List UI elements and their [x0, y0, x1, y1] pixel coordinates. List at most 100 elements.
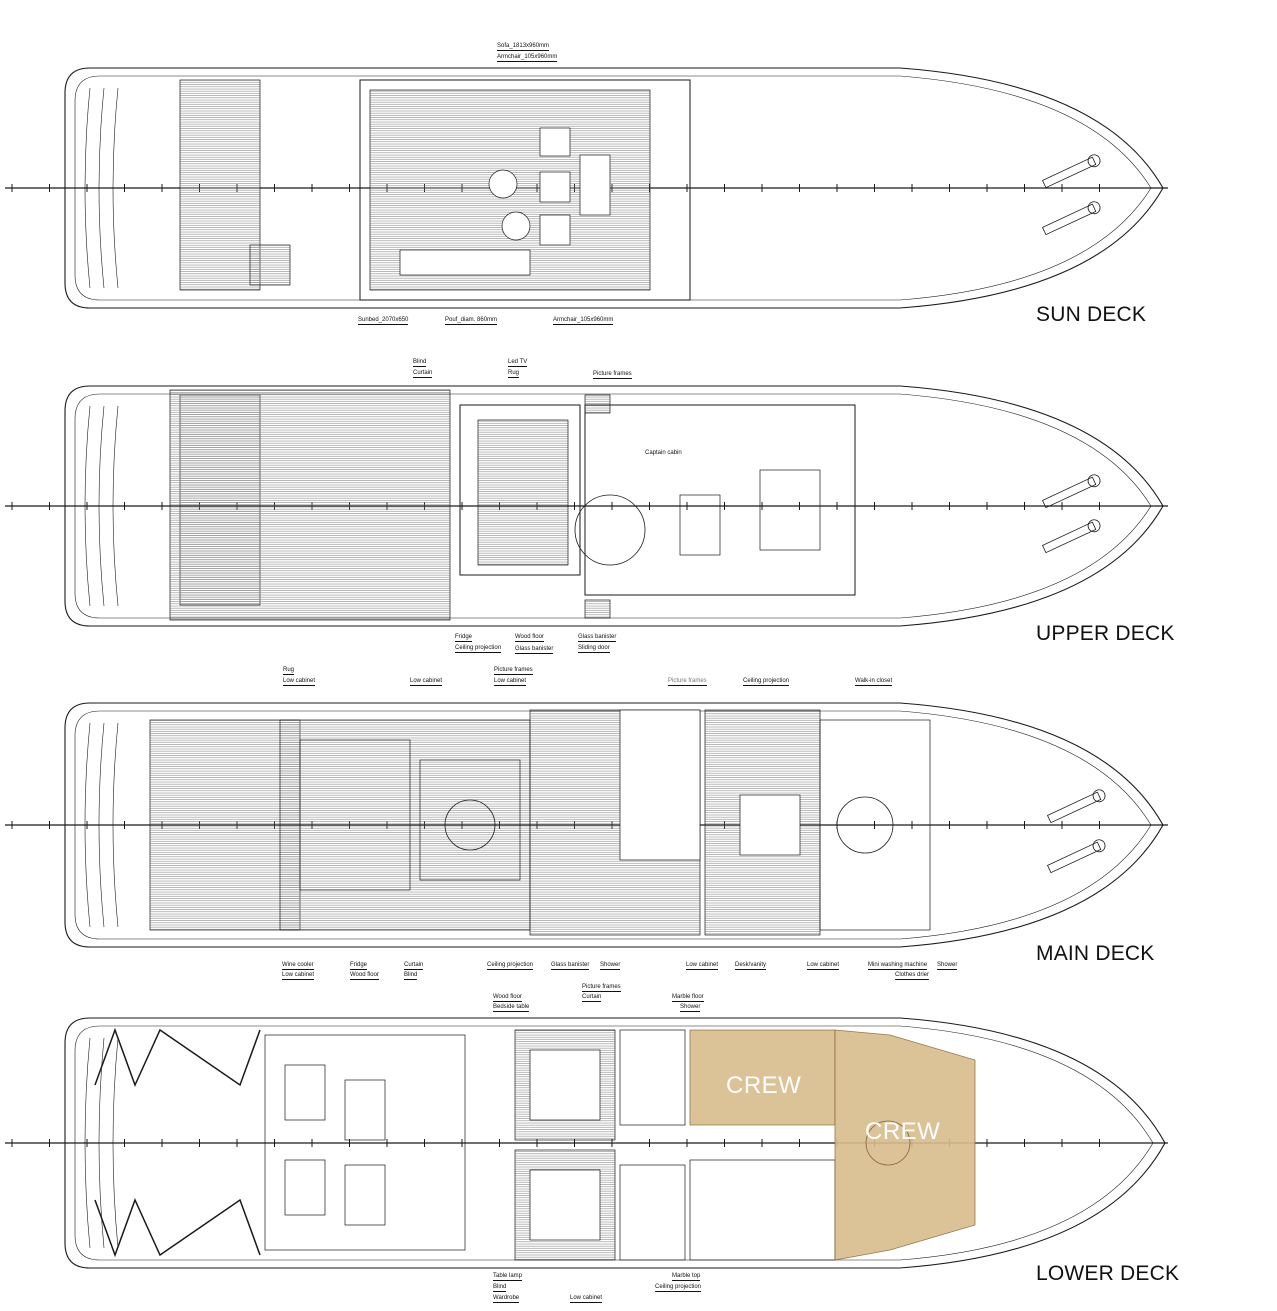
callout-label: Curtain — [404, 962, 424, 970]
callout-label: Sofa_1813x960mm — [497, 43, 550, 51]
anchor-windlass-icon — [1041, 154, 1101, 189]
anchor-windlass-icon — [1041, 474, 1101, 509]
callout-label: Wood floor — [350, 972, 379, 980]
callout-label: Fridge — [455, 634, 473, 642]
bathroom — [619, 1029, 686, 1126]
anchor-windlass-icon — [1046, 839, 1106, 874]
callout-label: Fridge — [350, 962, 368, 970]
table — [539, 171, 571, 203]
galley — [619, 709, 701, 861]
windlass — [1087, 474, 1101, 488]
bathroom — [679, 494, 721, 556]
bed — [529, 1049, 601, 1121]
chain — [1046, 841, 1102, 874]
crew-area-label: CREW — [865, 1118, 941, 1145]
deck-title-sun: SUN DECK — [1036, 303, 1147, 326]
callout-label: Low cabinet — [282, 972, 315, 980]
callout-label: Curtain — [582, 994, 602, 1002]
owner-bed — [739, 794, 801, 856]
callout-label: Mini washing machine — [868, 962, 928, 970]
sun-deck-superstructure — [359, 79, 691, 301]
spiral-staircase — [836, 796, 894, 854]
callout-label: Led TV — [508, 359, 528, 367]
callout-label: Sliding door — [578, 645, 610, 653]
callout-label: Picture frames — [593, 371, 632, 379]
pouf — [488, 169, 518, 199]
callout-label: Low cabinet — [283, 678, 316, 686]
callout-label: Wardrobe — [493, 1295, 520, 1303]
aft-deck — [169, 389, 451, 621]
salon-floor — [477, 419, 569, 566]
callout-label: Glass banister — [578, 634, 617, 642]
callout-label: Shower — [937, 962, 958, 970]
chain — [1041, 156, 1097, 189]
sun-deck — [5, 67, 1168, 309]
callout-label: Sunbed_2070x650 — [358, 317, 409, 325]
callout-label: Clothes drier — [895, 972, 930, 980]
callout-label: Pouf_diam. 860mm — [445, 317, 498, 325]
guest-cabin — [689, 1159, 836, 1261]
lounge — [299, 739, 411, 891]
callout-label: Armchair_105x960mm — [497, 54, 558, 62]
salon — [459, 404, 581, 576]
callout-label: Glass banister — [515, 646, 554, 654]
armchair — [539, 127, 571, 157]
callout-label: Armchair_105x960mm — [553, 317, 614, 325]
callout-label: Shower — [600, 962, 621, 970]
dining-table — [444, 799, 496, 851]
sunbed — [399, 249, 531, 276]
callout-label: Blind — [413, 359, 427, 367]
windlass — [1092, 839, 1106, 853]
upper-deck — [5, 385, 1168, 627]
callout-label: Glass banister — [551, 962, 590, 970]
owner-bath — [819, 719, 931, 931]
callout-label: Ceiling projection — [655, 1284, 702, 1292]
pouf — [501, 211, 531, 241]
callout-label: Picture frames — [494, 667, 533, 675]
callout-label: Shower — [680, 1004, 701, 1012]
deck-title-main: MAIN DECK — [1036, 942, 1155, 965]
deck-title-upper: UPPER DECK — [1036, 622, 1175, 645]
callout-label: Ceiling projection — [487, 962, 534, 970]
tender-boat — [179, 79, 261, 291]
chain — [1046, 791, 1102, 824]
fender — [584, 394, 611, 414]
spiral-staircase — [574, 494, 646, 566]
callout-label: Ceiling projection — [743, 678, 790, 686]
dining — [419, 759, 521, 881]
callout-label: Marble floor — [672, 994, 704, 1002]
bed — [529, 1169, 601, 1241]
aft-cockpit — [149, 719, 301, 931]
callout-label: Rug — [508, 370, 520, 378]
room-label-captain-cabin: Captain cabin — [645, 450, 682, 456]
chain — [1041, 476, 1097, 509]
callout-label: Table lamp — [493, 1273, 523, 1281]
anchor-windlass-icon — [1041, 519, 1101, 554]
callout-label: Low cabinet — [807, 962, 840, 970]
lower-deck — [5, 1017, 1168, 1269]
main-engine — [344, 1079, 386, 1141]
armchair — [539, 214, 571, 246]
generator — [284, 1064, 326, 1121]
deck-title-lower: LOWER DECK — [1036, 1262, 1180, 1285]
main-engine — [344, 1164, 386, 1226]
spiral-staircase — [865, 1120, 911, 1166]
sofa — [579, 154, 611, 216]
salon-floor — [279, 719, 531, 931]
windlass — [1092, 789, 1106, 803]
callout-label: Bedside table — [493, 1004, 530, 1012]
callout-label: Marble top — [672, 1273, 701, 1281]
chain — [1041, 203, 1097, 236]
callout-label: Low cabinet — [494, 678, 527, 686]
callout-label: Picture frames — [668, 678, 707, 686]
anchor-windlass-icon — [1046, 789, 1106, 824]
callout-label: Low cabinet — [570, 1295, 603, 1303]
callout-label: Ceiling projection — [455, 645, 502, 653]
callout-label: Rug — [283, 667, 295, 675]
bathroom — [619, 1164, 686, 1261]
callout-label: Low cabinet — [686, 962, 719, 970]
captain-cabin-area — [584, 404, 856, 596]
anchor-windlass-icon — [1041, 201, 1101, 236]
callout-label: Desk/vanity — [735, 962, 767, 970]
